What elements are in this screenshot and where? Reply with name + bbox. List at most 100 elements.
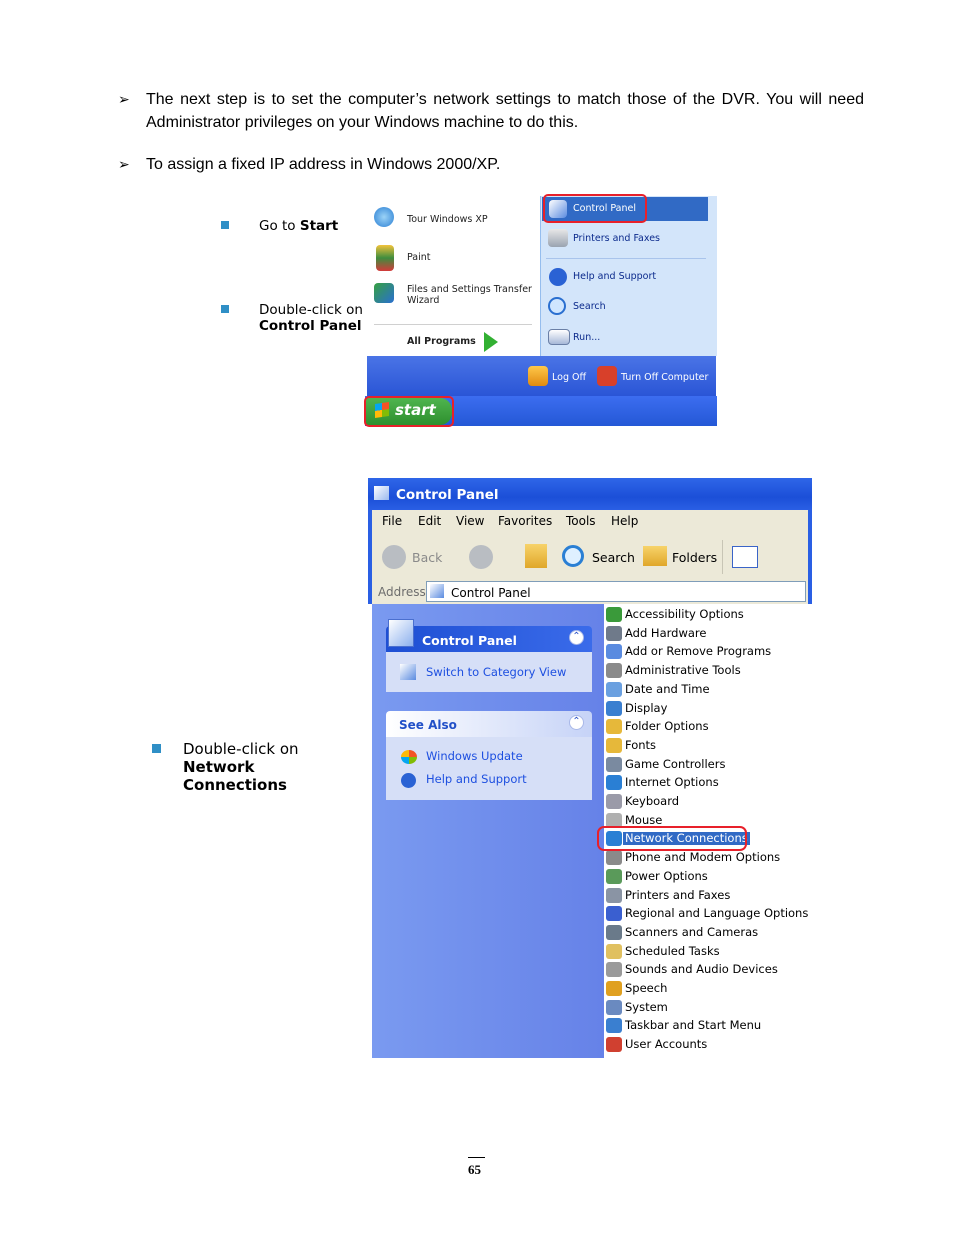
menu-file[interactable]: File bbox=[382, 514, 403, 528]
power-icon bbox=[597, 366, 617, 386]
log-off-button[interactable]: Log Off bbox=[552, 372, 587, 383]
divider bbox=[374, 324, 532, 325]
start-menu-item[interactable]: Help and Support bbox=[573, 271, 657, 282]
all-programs-arrow-icon bbox=[484, 332, 498, 352]
square-bullet-icon bbox=[152, 744, 161, 753]
switch-view-icon bbox=[400, 664, 416, 680]
see-also-section-header[interactable] bbox=[386, 711, 592, 737]
control-panel-item[interactable]: Speech bbox=[625, 981, 668, 995]
start-menu-control-panel[interactable]: Control Panel bbox=[573, 203, 636, 214]
menu-favorites[interactable]: Favorites bbox=[498, 514, 553, 528]
control-panel-icon bbox=[549, 200, 567, 218]
control-panel-item[interactable]: Display bbox=[625, 700, 668, 715]
highlight-circle bbox=[597, 826, 747, 851]
square-bullet-icon bbox=[221, 305, 229, 313]
control-panel-item-icon bbox=[606, 794, 622, 809]
control-panel-item[interactable]: Fonts bbox=[625, 737, 657, 752]
control-panel-item[interactable]: Regional and Language Options bbox=[625, 906, 809, 921]
control-panel-item[interactable]: Internet Options bbox=[625, 775, 719, 790]
control-panel-item-icon bbox=[606, 756, 622, 772]
panel-title: See Also bbox=[399, 718, 457, 732]
search-button[interactable]: Search bbox=[592, 550, 635, 565]
collapse-chevron-icon[interactable]: ⌃ bbox=[569, 715, 584, 730]
page-number: 65 bbox=[468, 1162, 481, 1177]
windows-update-link[interactable]: Windows Update bbox=[426, 749, 523, 763]
forward-icon[interactable] bbox=[469, 545, 493, 569]
switch-to-category-view-link[interactable]: Switch to Category View bbox=[426, 665, 567, 679]
window-title-bar[interactable] bbox=[368, 478, 812, 510]
paint-icon bbox=[376, 245, 394, 271]
help-and-support-link[interactable]: Help and Support bbox=[426, 772, 527, 786]
transfer-wizard-icon bbox=[374, 283, 394, 303]
start-menu-item[interactable]: Printers and Faxes bbox=[573, 233, 661, 244]
square-bullet-icon bbox=[221, 221, 229, 229]
control-panel-item[interactable]: Network Connections bbox=[623, 831, 750, 846]
menu-view[interactable]: View bbox=[456, 514, 485, 528]
control-panel-section-header[interactable] bbox=[386, 626, 592, 652]
start-menu-item[interactable]: Search bbox=[573, 301, 606, 312]
control-panel-item[interactable]: Scheduled Tasks bbox=[625, 943, 720, 958]
step-bold-text: Network bbox=[183, 758, 255, 776]
control-panel-item-icon bbox=[606, 850, 622, 866]
collapse-chevron-icon[interactable]: ⌃ bbox=[569, 630, 584, 645]
back-button[interactable]: Back bbox=[412, 550, 443, 565]
control-panel-item[interactable]: Add Hardware bbox=[625, 625, 707, 640]
search-icon[interactable] bbox=[562, 545, 584, 567]
menu-tools[interactable]: Tools bbox=[566, 514, 596, 528]
address-label: Address bbox=[378, 585, 426, 599]
log-off-icon bbox=[528, 366, 548, 386]
control-panel-item[interactable]: User Accounts bbox=[625, 1037, 708, 1052]
up-folder-icon[interactable] bbox=[525, 544, 547, 568]
control-panel-item-icon bbox=[606, 719, 622, 735]
start-menu-item[interactable]: Tour Windows XP bbox=[407, 214, 488, 225]
menu-help[interactable]: Help bbox=[611, 514, 639, 528]
back-icon[interactable] bbox=[382, 545, 406, 569]
control-panel-item-icon bbox=[606, 1037, 622, 1053]
folders-icon[interactable] bbox=[643, 546, 667, 566]
run-icon bbox=[548, 329, 570, 345]
control-panel-item[interactable]: Scanners and Cameras bbox=[625, 924, 759, 939]
all-programs[interactable]: All Programs bbox=[407, 336, 476, 347]
printer-icon bbox=[548, 229, 568, 247]
control-panel-item[interactable]: Add or Remove Programs bbox=[625, 644, 772, 659]
control-panel-item[interactable]: Folder Options bbox=[625, 719, 709, 734]
start-button-label: start bbox=[395, 401, 436, 419]
control-panel-item-icon bbox=[606, 943, 622, 959]
intro-paragraph-1: The next step is to set the computer’s n… bbox=[146, 91, 864, 131]
control-panel-item-icon bbox=[606, 999, 622, 1015]
menu-bar bbox=[372, 510, 808, 534]
control-panel-item-icon bbox=[606, 700, 622, 716]
control-panel-item[interactable]: Game Controllers bbox=[625, 756, 726, 771]
control-panel-item[interactable]: Printers and Faxes bbox=[625, 887, 731, 902]
control-panel-item[interactable]: Taskbar and Start Menu bbox=[625, 1018, 762, 1033]
folders-button[interactable]: Folders bbox=[672, 550, 718, 565]
control-panel-item[interactable]: Power Options bbox=[625, 868, 708, 883]
control-panel-item[interactable]: Administrative Tools bbox=[625, 663, 741, 678]
step-text: Go to bbox=[259, 218, 300, 234]
see-also-section-body bbox=[386, 737, 592, 800]
start-menu-item[interactable]: Files and Settings Transfer Wizard bbox=[407, 284, 532, 306]
control-panel-item[interactable]: Phone and Modem Options bbox=[625, 850, 781, 865]
control-panel-item-icon bbox=[606, 681, 622, 697]
start-menu-item[interactable]: Paint bbox=[407, 252, 431, 263]
control-panel-item-icon bbox=[606, 663, 622, 679]
control-panel-item[interactable]: System bbox=[625, 999, 668, 1014]
control-panel-item-icon bbox=[606, 1018, 622, 1034]
start-menu-item[interactable]: Run... bbox=[573, 332, 601, 343]
control-panel-item[interactable]: Mouse bbox=[625, 812, 663, 827]
step-bold-text: Control Panel bbox=[259, 318, 362, 334]
control-panel-item[interactable]: Date and Time bbox=[625, 681, 710, 696]
turn-off-button[interactable]: Turn Off Computer bbox=[621, 372, 709, 383]
step-double-click-network-connections: Double-click on Network Connections bbox=[183, 740, 313, 794]
control-panel-item[interactable]: Accessibility Options bbox=[625, 607, 744, 621]
step-bold-text: Connections bbox=[183, 776, 287, 794]
menu-edit[interactable]: Edit bbox=[418, 514, 442, 528]
step-go-to-start: Go to Start bbox=[259, 218, 338, 234]
views-icon[interactable] bbox=[732, 546, 758, 568]
step-bold-text: Start bbox=[299, 218, 339, 234]
control-panel-item[interactable]: Sounds and Audio Devices bbox=[625, 962, 778, 977]
address-field[interactable] bbox=[426, 581, 806, 602]
control-panel-highlight bbox=[542, 197, 708, 221]
control-panel-item[interactable]: Keyboard bbox=[625, 794, 680, 808]
highlight-circle bbox=[543, 194, 647, 223]
